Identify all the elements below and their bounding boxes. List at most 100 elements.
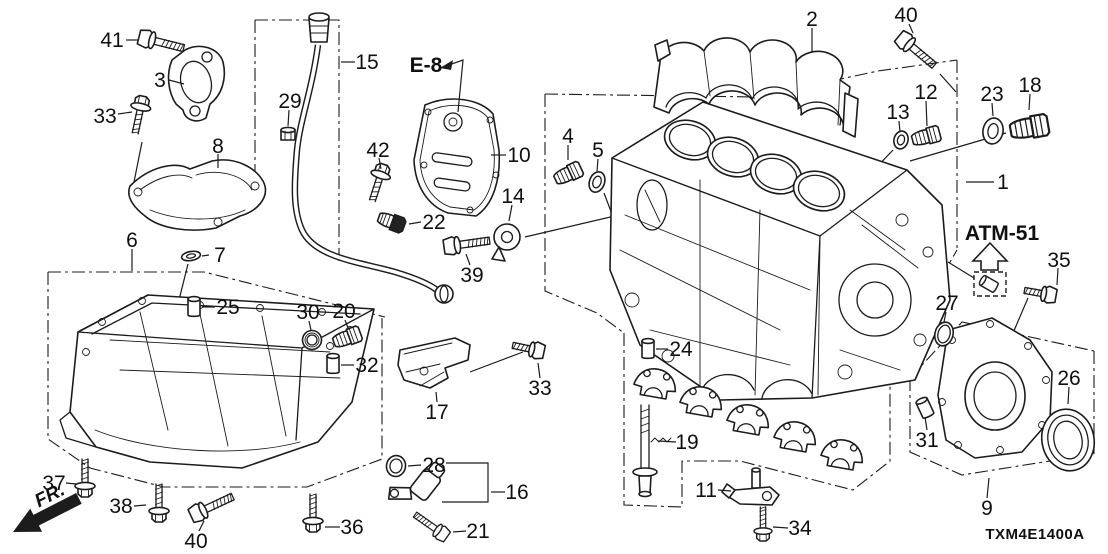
bolt-41 — [136, 27, 187, 58]
callout-38: 38 — [109, 495, 132, 518]
callout-32: 32 — [355, 354, 378, 377]
callout-leader-23 — [991, 102, 994, 117]
nut-29 — [280, 126, 296, 141]
callout-2: 2 — [806, 8, 818, 31]
callout-40: 40 — [894, 4, 917, 27]
callout-3: 3 — [154, 69, 166, 92]
callout-leader-35 — [1056, 267, 1059, 286]
callout-23: 23 — [980, 83, 1003, 106]
callout-17: 17 — [425, 401, 448, 424]
callout-16: 16 — [505, 481, 528, 504]
callout-5: 5 — [592, 139, 604, 162]
callout-leader-38 — [133, 504, 147, 507]
atm-label: ATM-51 — [965, 222, 1040, 245]
callout-33: 33 — [93, 105, 116, 128]
callout-42: 42 — [366, 139, 389, 162]
sealing-plug-18 — [1007, 112, 1051, 143]
callout-leader-3 — [168, 79, 185, 85]
callout-33: 33 — [528, 377, 551, 400]
callout-37: 37 — [42, 472, 65, 495]
sensor-22 — [376, 212, 407, 234]
callout-leader-7 — [201, 254, 210, 257]
sealing-bolt-12 — [909, 124, 943, 149]
callout-leader-33 — [537, 362, 541, 379]
e8-label: E-8 — [410, 54, 443, 77]
bolt-42 — [362, 160, 395, 205]
chain-case-cover — [413, 98, 501, 217]
oil-pan — [59, 294, 375, 469]
callout-31: 31 — [915, 429, 938, 452]
front-arrow-icon — [13, 493, 82, 532]
breather-plate — [167, 45, 226, 122]
washer-13 — [893, 130, 909, 150]
callout-leader-29 — [287, 109, 290, 127]
oil-seal-case — [937, 317, 1053, 459]
callout-39: 39 — [460, 264, 483, 287]
callout-18: 18 — [1018, 74, 1041, 97]
callout-29: 29 — [278, 90, 301, 113]
cylinder-block — [609, 101, 951, 401]
atm-dowel — [977, 273, 1000, 294]
diagram-code: TXM4E1400A — [985, 526, 1084, 543]
up-arrow-icon — [971, 241, 1009, 271]
bolt-33b — [510, 336, 547, 362]
bolt-39 — [441, 230, 492, 257]
washer-5 — [588, 171, 606, 193]
callout-27: 27 — [935, 292, 958, 315]
water-jacket-spacer — [653, 37, 859, 138]
bolt-35 — [1022, 281, 1059, 306]
callout-leader-18 — [1028, 93, 1031, 111]
washer-23 — [982, 117, 1004, 145]
callout-leader-12 — [925, 100, 928, 127]
callout-leader-28 — [407, 464, 422, 467]
sealing-bolt-4 — [551, 159, 586, 188]
callout-leader-21 — [452, 530, 467, 533]
callout-leader-26 — [1067, 386, 1070, 405]
o-ring-28 — [385, 454, 407, 478]
callout-leader-30 — [308, 320, 312, 331]
callout-40: 40 — [184, 530, 207, 553]
callout-7: 7 — [214, 244, 226, 267]
bolt-34 — [753, 506, 773, 542]
callout-leader-19 — [657, 440, 677, 443]
callout-15: 15 — [355, 51, 378, 74]
callout-26: 26 — [1057, 367, 1080, 390]
callout-leader-33 — [117, 111, 133, 115]
callout-leader-40 — [908, 23, 914, 34]
dowel-24 — [641, 337, 655, 360]
stiffener-plate — [128, 159, 267, 231]
callout-1: 1 — [997, 171, 1009, 194]
callout-leader-40 — [198, 520, 205, 532]
callout-leader-42 — [378, 157, 382, 170]
callout-14: 14 — [501, 185, 525, 208]
callout-30: 30 — [296, 301, 319, 324]
bolt-38 — [148, 483, 170, 523]
callout-leader-14 — [508, 204, 513, 222]
dowel-25 — [187, 295, 201, 318]
bolt-36 — [302, 493, 324, 533]
crank-sensor — [387, 461, 446, 501]
knock-sensor — [491, 223, 521, 262]
bolt-21 — [409, 507, 453, 544]
callout-leader-39 — [465, 253, 471, 266]
atm-reference: ATM-51 — [965, 222, 1040, 297]
callout-24: 24 — [669, 338, 693, 361]
callout-19: 19 — [675, 431, 698, 454]
oil-dipstick-tube — [291, 12, 454, 304]
callout-20: 20 — [332, 300, 355, 323]
callout-21: 21 — [466, 520, 489, 543]
bolt-40-bottom — [186, 487, 238, 525]
callout-13: 13 — [886, 101, 909, 124]
dowel-32 — [326, 352, 340, 375]
callout-leader-27 — [943, 311, 947, 323]
callout-leader-34 — [772, 526, 789, 529]
callout-leader-5 — [596, 158, 599, 172]
callout-28: 28 — [422, 454, 445, 477]
callout-36: 36 — [340, 516, 363, 539]
callout-leader-37 — [65, 482, 77, 485]
callout-22: 22 — [422, 211, 445, 234]
callout-35: 35 — [1047, 249, 1070, 272]
baffle-plate — [397, 337, 471, 389]
